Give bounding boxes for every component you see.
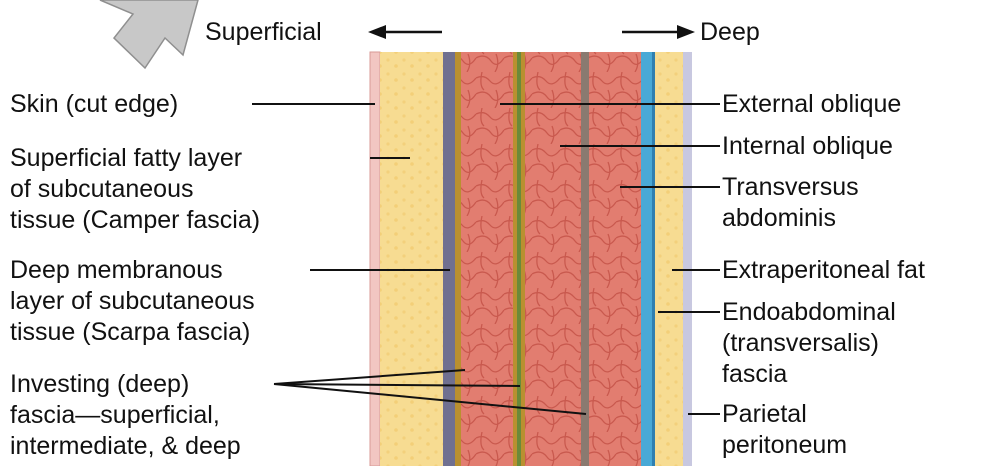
investing-fascia-label-line2: fascia—superficial, — [10, 400, 220, 431]
pointer-arrow-icon — [100, 0, 198, 68]
investing-fascia-superficial-band — [455, 52, 461, 466]
membranous-layer-label-line1: Deep membranous — [10, 255, 223, 286]
transversus-label-line2: abdominis — [722, 203, 836, 234]
extraperitoneal-fat-layer — [655, 52, 683, 466]
deep-label: Deep — [700, 17, 760, 48]
fatty-layer-label-line3: tissue (Camper fascia) — [10, 205, 260, 236]
extraperitoneal-fat-label: Extraperitoneal fat — [722, 255, 925, 286]
scarpa-fascia-layer — [443, 52, 455, 466]
parietal-peritoneum-label-line2: peritoneum — [722, 430, 847, 461]
fatty-layer-label-line2: of subcutaneous — [10, 174, 193, 205]
investing-fascia-deep-band — [581, 52, 589, 466]
transversus-abdominis-layer — [589, 52, 641, 466]
internal-oblique-layer — [525, 52, 581, 466]
endoabdominal-label-line3: fascia — [722, 359, 787, 390]
skin-label: Skin (cut edge) — [10, 89, 178, 120]
investing-fascia-label-line1: Investing (deep) — [10, 369, 189, 400]
fatty-layer-label-line1: Superficial fatty layer — [10, 143, 242, 174]
endoabdominal-label-line2: (transversalis) — [722, 328, 879, 359]
skin-layer — [370, 52, 380, 466]
membranous-layer-label-line2: layer of subcutaneous — [10, 286, 255, 317]
external-oblique-label: External oblique — [722, 89, 901, 120]
tissue-layers — [370, 52, 692, 466]
endoabdominal-label-line1: Endoabdominal — [722, 297, 896, 328]
investing-fascia-label-line3: intermediate, & deep — [10, 431, 241, 462]
internal-oblique-label: Internal oblique — [722, 131, 893, 162]
membranous-layer-label-line3: tissue (Scarpa fascia) — [10, 317, 250, 348]
superficial-label: Superficial — [205, 17, 322, 48]
parietal-peritoneum-layer — [683, 52, 692, 466]
transversus-label-line1: Transversus — [722, 172, 859, 203]
camper-fascia-layer — [380, 52, 443, 466]
parietal-peritoneum-label-line1: Parietal — [722, 399, 807, 430]
